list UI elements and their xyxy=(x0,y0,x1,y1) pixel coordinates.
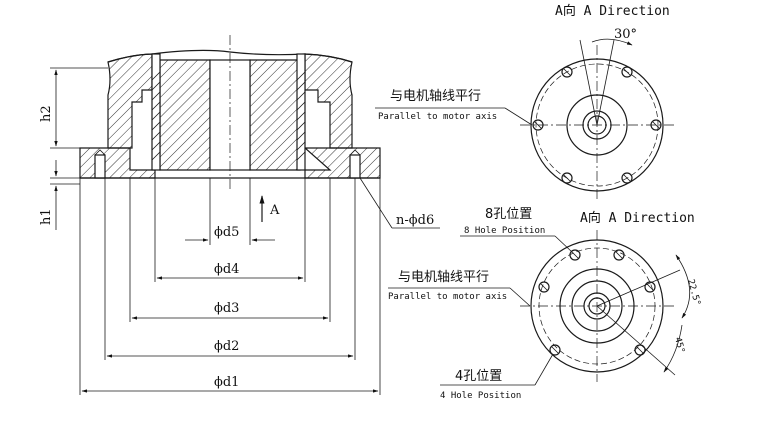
label-d1: ϕd1 xyxy=(214,375,239,390)
bottom-angle2: 45° xyxy=(672,336,686,354)
label-d3: ϕd3 xyxy=(214,301,239,316)
label-d6: n-ϕd6 xyxy=(396,213,434,228)
bottom-note-cn: 与电机轴线平行 xyxy=(398,270,489,285)
label-d4: ϕd4 xyxy=(214,262,239,277)
sleeve-right xyxy=(296,53,306,171)
label-arrow-a: A xyxy=(269,203,280,218)
pin-hole-right xyxy=(349,154,361,179)
pin-hole-left xyxy=(94,154,106,179)
holes4-en: 4 Hole Position xyxy=(440,391,521,401)
diameter-dimensions: ϕd5 ϕd4 ϕd3 ϕd2 ϕd1 n-ϕd6 xyxy=(79,177,440,395)
holes8-en: 8 Hole Position xyxy=(464,226,545,236)
label-d2: ϕd2 xyxy=(214,339,239,354)
housing-right xyxy=(304,53,353,149)
label-h2: h2 xyxy=(39,105,54,122)
top-angle: 30° xyxy=(614,27,637,42)
top-view-title: A向 A Direction xyxy=(555,3,670,19)
top-edge xyxy=(107,49,353,63)
top-note-en: Parallel to motor axis xyxy=(378,112,497,122)
housing-left xyxy=(107,53,153,149)
holes8-cn: 8孔位置 xyxy=(485,207,532,222)
bottom-note-en: Parallel to motor axis xyxy=(388,292,507,302)
flange-right xyxy=(303,147,381,179)
section-view xyxy=(79,35,381,190)
view-arrow-a: A xyxy=(259,195,280,222)
core-right xyxy=(249,59,301,171)
holes4-cn: 4孔位置 xyxy=(455,369,502,384)
bottom-angle1: 22.5° xyxy=(685,278,702,307)
label-d5: ϕd5 xyxy=(214,225,239,240)
top-note-cn: 与电机轴线平行 xyxy=(390,89,481,104)
height-dimensions: h2 h1 xyxy=(39,67,108,230)
sleeve-left xyxy=(151,53,161,171)
label-h1: h1 xyxy=(39,208,54,225)
top-view: A向 A Direction 30° 与电机轴线平行 Parallel to m… xyxy=(375,3,675,200)
bottom-view-title: A向 A Direction xyxy=(580,210,695,226)
core-left xyxy=(159,59,211,171)
flange-left xyxy=(79,147,156,179)
bottom-view: A向 A Direction 22.5° 45° 8孔位置 8 Hole Pos… xyxy=(388,207,702,401)
